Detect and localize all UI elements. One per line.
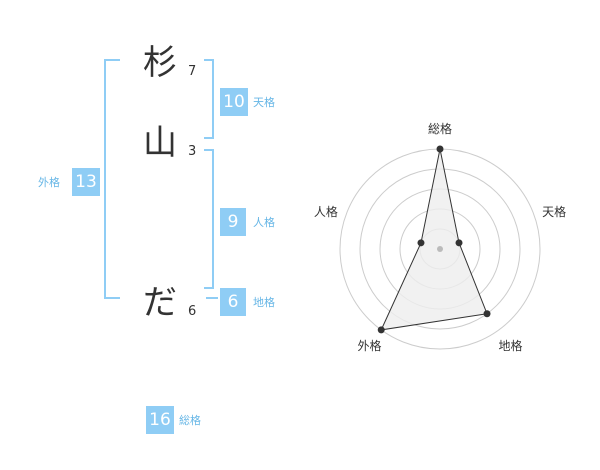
- stroke-count-1: 7: [188, 64, 197, 79]
- radar-point-3: [483, 310, 491, 318]
- jinkaku-group: 9 人格: [220, 208, 290, 236]
- radar-point-5: [417, 239, 425, 247]
- chikaku-group: 6 地格: [220, 288, 290, 316]
- stroke-count-3: 6: [188, 304, 197, 319]
- chikaku-label: 地格: [253, 296, 275, 309]
- soukaku-group: 16 総格: [146, 406, 216, 434]
- name-char-1: 杉: [143, 43, 177, 83]
- radar-axis-label-2: 天格: [542, 204, 566, 219]
- name-char-3: だ: [143, 283, 177, 323]
- tenkaku-label: 天格: [253, 96, 275, 109]
- jinkaku-label: 人格: [253, 216, 275, 229]
- stroke-count-2: 3: [188, 144, 197, 159]
- soukaku-label: 総格: [179, 414, 201, 427]
- radar-axis-label-5: 人格: [314, 204, 338, 219]
- radar-axis-label-1: 総格: [428, 121, 452, 136]
- soukaku-value: 16: [146, 406, 174, 434]
- radar-center-dot: [437, 246, 443, 252]
- name-char-2: 山: [143, 123, 177, 163]
- radar-axis-label-3: 地格: [499, 338, 523, 353]
- gaikaku-group: 外格 13: [38, 168, 102, 196]
- jinkaku-value: 9: [220, 208, 246, 236]
- tenkaku-group: 10 天格: [220, 88, 290, 116]
- radar-points: [377, 145, 491, 334]
- radar-point-1: [436, 145, 444, 153]
- radar-polygon: [380, 148, 488, 331]
- radar-area: [380, 148, 488, 331]
- gaikaku-value: 13: [72, 168, 100, 196]
- radar-point-2: [455, 239, 463, 247]
- radar-axis-label-4: 外格: [357, 338, 381, 353]
- gaikaku-label: 外格: [38, 176, 60, 189]
- radar-point-4: [377, 326, 385, 334]
- tenkaku-value: 10: [220, 88, 248, 116]
- chikaku-value: 6: [220, 288, 246, 316]
